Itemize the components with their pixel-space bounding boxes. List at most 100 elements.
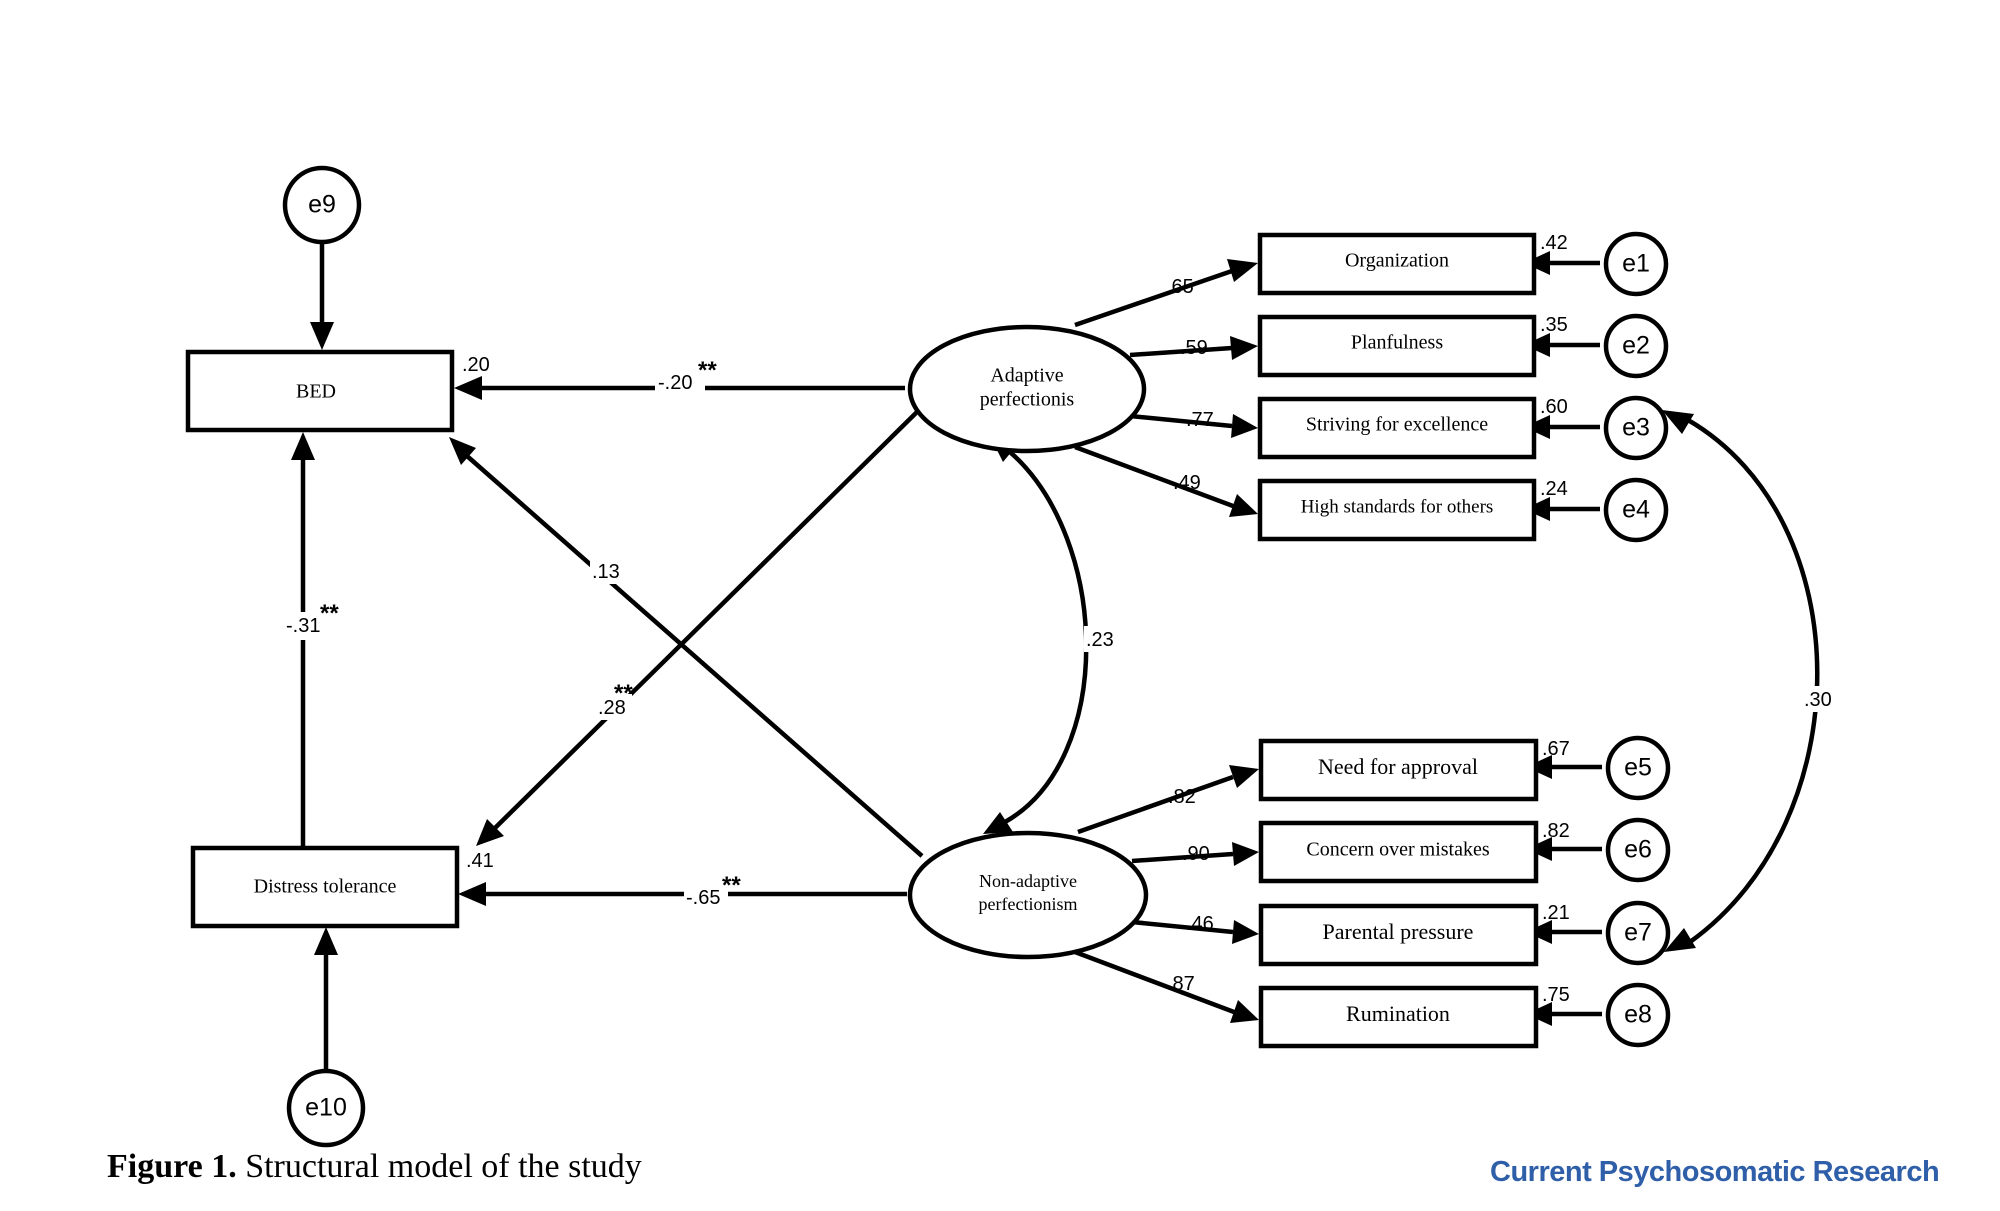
planfulness-r2: .35 [1540,314,1568,336]
concern-mistakes-label: Concern over mistakes [1306,839,1489,861]
parental-pressure-loading: .46 [1186,913,1214,935]
distress-tolerance-label: Distress tolerance [254,876,397,898]
adaptive-nonadaptive-covariance-path [1003,450,1089,824]
organization-arrowhead [1227,259,1258,282]
nonadaptive-to-distress-sig: ** [722,872,741,899]
planfulness-box [1257,314,1537,378]
rumination-r2: .75 [1542,984,1570,1006]
approval-arrowhead [1229,765,1259,788]
rumination-box [1258,985,1539,1049]
organization-label: Organization [1345,250,1449,272]
coef-bg-adaptive-distress [596,694,632,720]
parental-pressure-label: Parental pressure [1323,919,1474,944]
nonadaptive-to-approval-path [1077,774,1234,835]
planfulness-loading: .59 [1180,337,1208,359]
bed-label: BED [296,381,336,403]
e10-circle [286,1068,366,1148]
e9-to-bed-arrowhead [310,322,334,350]
e8-label: e8 [1624,1001,1652,1029]
distress-to-bed-coef: -.31 [286,615,320,637]
highstandards-arrowhead [1229,494,1258,517]
striving-label: Striving for excellence [1306,414,1488,436]
rumination-loading: .87 [1167,973,1195,995]
coef-bg-nonadaptive-distress [684,884,728,910]
parental-arrowhead [1232,920,1259,944]
nonadaptive-to-bed-arrowhead [449,437,476,465]
planfulness-arrowhead [1230,336,1258,360]
cov-arrowhead-bottom [983,812,1013,834]
rumination-arrowhead [1230,1000,1259,1023]
distress-tolerance-r2: .41 [466,850,494,872]
e3-e7-arrowhead-bottom [1664,928,1696,952]
e2-label: e2 [1622,332,1650,360]
e1-circle [1603,231,1669,297]
e4-label: e4 [1622,496,1650,524]
e7-circle [1605,900,1671,966]
non-adaptive-perfectionism-ellipse [907,830,1149,960]
e6-circle [1605,817,1671,883]
e5-label: e5 [1624,754,1652,782]
nonadaptive-to-rumination-path [1074,949,1235,1015]
distress-to-bed-sig: ** [320,600,339,627]
distress-tolerance-box [190,845,460,929]
bed-box [185,349,455,433]
adaptive-label-line1: Adaptive [990,365,1063,387]
e7-label: e7 [1624,919,1652,947]
adaptive-to-distress-arrowhead [476,819,504,846]
coef-bg-adaptive-bed [655,368,705,394]
need-approval-box [1258,738,1539,802]
striving-r2: .60 [1540,396,1568,418]
e8-circle [1605,982,1671,1048]
organization-box [1257,232,1537,296]
non-adaptive-label-line2: perfectionism [979,894,1078,914]
need-approval-loading: .82 [1168,786,1196,808]
e10-label: e10 [305,1094,347,1122]
adaptive-to-highstandards-path [1074,444,1234,509]
striving-arrowhead [1231,414,1258,438]
e3-circle [1603,395,1669,461]
bed-r2: .20 [462,354,490,376]
adaptive-to-bed-coef: -.20 [658,372,692,394]
organization-loading: .65 [1166,276,1194,298]
adaptive-to-distress-sig: ** [614,680,633,707]
nonadaptive-to-parental-path [1131,919,1234,935]
coef-bg-e3-e7 [1802,686,1838,712]
high-standards-box [1257,478,1537,542]
adaptive-to-organization-path [1074,268,1233,328]
concern-mistakes-r2: .82 [1542,820,1570,842]
e4-arrowhead [1524,497,1550,521]
adaptive-to-distress-path [493,409,920,830]
e2-circle [1603,313,1669,379]
high-standards-label: High standards for others [1301,496,1494,517]
adaptive-to-striving-path [1129,413,1233,429]
nonadaptive-to-mistakes-path [1131,851,1234,864]
coef-bg-distress-bed [283,612,323,640]
adaptive-to-bed-sig: ** [698,357,717,384]
adaptive-to-distress-coef: .28 [598,697,626,719]
e10-to-distress-arrowhead [314,927,338,955]
figure-caption-text: Structural model of the study [236,1148,642,1185]
e8-arrowhead [1526,1002,1552,1026]
adaptive-perfectionism-ellipse [907,324,1147,454]
nonadaptive-to-distress-arrowhead [458,882,486,906]
adaptive-to-bed-arrowhead [454,376,482,400]
high-standards-loading: .49 [1173,472,1201,494]
e5-arrowhead [1526,755,1552,779]
parental-pressure-box [1258,903,1539,967]
coef-bg-cov [1084,626,1118,652]
need-approval-label: Need for approval [1318,754,1478,779]
e6-arrowhead [1526,837,1552,861]
e1-label: e1 [1622,250,1650,278]
concern-mistakes-box [1258,820,1539,884]
nonadaptive-to-distress-coef: -.65 [686,887,720,909]
concern-mistakes-loading: .90 [1182,843,1210,865]
adaptive-to-planfulness-path [1129,345,1233,358]
non-adaptive-label-line1: Non-adaptive [979,871,1077,891]
e9-circle [282,165,362,245]
e3-e7-covariance-path [1686,418,1820,944]
organization-r2: .42 [1540,232,1568,254]
e2-arrowhead [1524,333,1550,357]
e5-circle [1605,735,1671,801]
distress-to-bed-arrowhead [291,432,315,460]
